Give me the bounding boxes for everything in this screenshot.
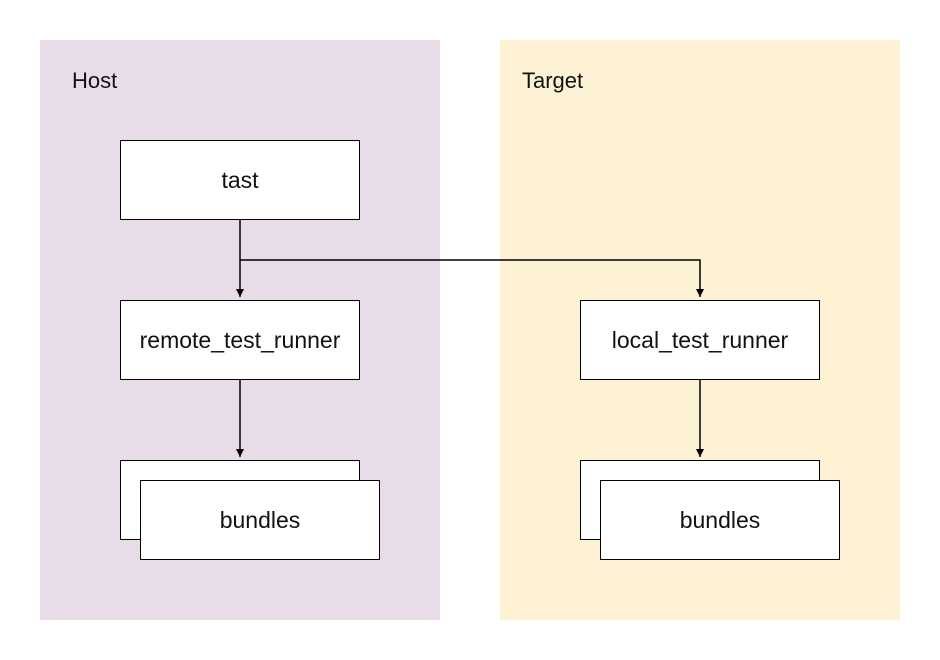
local-test-runner-node: local_test_runner	[580, 300, 820, 380]
host-bundles-node: bundles	[140, 480, 380, 560]
target-region-label: Target	[522, 68, 584, 93]
remote-test-runner-node-label: remote_test_runner	[139, 326, 341, 353]
target-bundles-node: bundles	[600, 480, 840, 560]
local-test-runner-node-label: local_test_runner	[611, 326, 789, 353]
tast-node-label: tast	[221, 166, 259, 193]
host-bundles-node-label: bundles	[219, 506, 301, 533]
edge-tast-to-local-test-runner	[240, 259, 704, 297]
remote-test-runner-node: remote_test_runner	[120, 300, 360, 380]
target-bundles-node-label: bundles	[679, 506, 761, 533]
host-region-label: Host	[72, 68, 118, 93]
tast-node: tast	[120, 140, 360, 220]
